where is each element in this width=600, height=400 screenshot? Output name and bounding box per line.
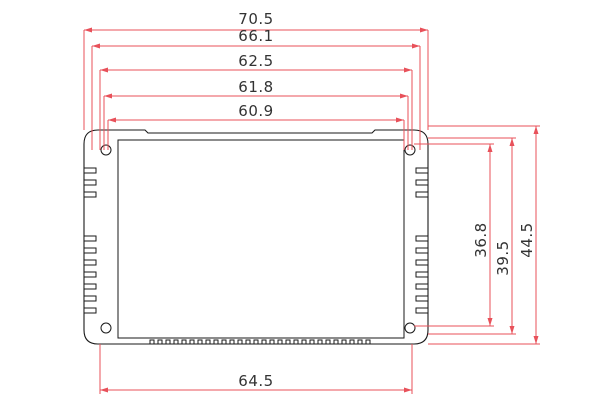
bottom-fin bbox=[325, 339, 331, 345]
side-fin-left bbox=[83, 259, 97, 266]
screw-hole-bottom-right bbox=[404, 322, 416, 334]
bottom-fins bbox=[149, 339, 371, 345]
screw-hole-bottom-left bbox=[100, 322, 112, 334]
bottom-fin bbox=[309, 339, 315, 345]
dim-label-60-9: 60.9 bbox=[238, 102, 273, 120]
bottom-fin bbox=[261, 339, 267, 345]
side-fin-left bbox=[83, 247, 97, 254]
side-fin-left bbox=[83, 235, 97, 242]
bottom-fin bbox=[205, 339, 211, 345]
side-fin-left bbox=[83, 191, 97, 198]
bottom-fin bbox=[349, 339, 355, 345]
bottom-fin bbox=[173, 339, 179, 345]
bottom-fin bbox=[237, 339, 243, 345]
dim-label-39-5: 39.5 bbox=[494, 240, 512, 275]
dim-label-66-1: 66.1 bbox=[238, 27, 273, 45]
side-fin-right bbox=[415, 295, 429, 302]
bottom-fin bbox=[197, 339, 203, 345]
bottom-fin bbox=[165, 339, 171, 345]
dim-label-64-5: 64.5 bbox=[238, 372, 273, 390]
right-side-fins bbox=[415, 167, 429, 314]
outer-shell-outline bbox=[83, 129, 429, 345]
dim-label-44-5: 44.5 bbox=[518, 222, 536, 257]
side-fin-left bbox=[83, 167, 97, 174]
side-fin-right bbox=[415, 259, 429, 266]
side-fin-left bbox=[83, 295, 97, 302]
bottom-fin bbox=[269, 339, 275, 345]
dim-label-61-8: 61.8 bbox=[238, 78, 273, 96]
bottom-fin bbox=[285, 339, 291, 345]
side-fin-right bbox=[415, 167, 429, 174]
side-fin-right bbox=[415, 179, 429, 186]
side-fin-right bbox=[415, 235, 429, 242]
bottom-fin bbox=[277, 339, 283, 345]
bottom-fin bbox=[301, 339, 307, 345]
side-fin-right bbox=[415, 247, 429, 254]
dim-label-62-5: 62.5 bbox=[238, 52, 273, 70]
screw-hole-top-left bbox=[100, 144, 112, 156]
side-fin-right bbox=[415, 283, 429, 290]
bottom-fin bbox=[221, 339, 227, 345]
dim-label-36-8: 36.8 bbox=[472, 222, 490, 257]
side-fin-left bbox=[83, 307, 97, 314]
side-fin-right bbox=[415, 191, 429, 198]
left-side-fins bbox=[83, 167, 97, 314]
enclosure-profile bbox=[83, 129, 429, 345]
bottom-fin bbox=[293, 339, 299, 345]
bottom-fin bbox=[341, 339, 347, 345]
dim-label-70-5: 70.5 bbox=[238, 10, 273, 28]
horizontal-dimensions: 70.5 66.1 62.5 61.8 60.9 64.5 bbox=[83, 10, 429, 394]
bottom-fin bbox=[317, 339, 323, 345]
vertical-dimensions: 36.8 39.5 44.5 bbox=[414, 125, 540, 345]
bottom-fin bbox=[253, 339, 259, 345]
bottom-fin bbox=[157, 339, 163, 345]
bottom-fin bbox=[189, 339, 195, 345]
bottom-fin bbox=[229, 339, 235, 345]
inner-cavity-outline bbox=[117, 139, 405, 339]
side-fin-right bbox=[415, 271, 429, 278]
bottom-fin bbox=[181, 339, 187, 345]
bottom-fin bbox=[213, 339, 219, 345]
bottom-fin bbox=[245, 339, 251, 345]
side-fin-left bbox=[83, 283, 97, 290]
side-fin-right bbox=[415, 307, 429, 314]
bottom-fin bbox=[357, 339, 363, 345]
side-fin-left bbox=[83, 271, 97, 278]
screw-hole-top-right bbox=[404, 144, 416, 156]
side-fin-left bbox=[83, 179, 97, 186]
bottom-fin bbox=[333, 339, 339, 345]
bottom-fin bbox=[149, 339, 155, 345]
bottom-fin bbox=[365, 339, 371, 345]
